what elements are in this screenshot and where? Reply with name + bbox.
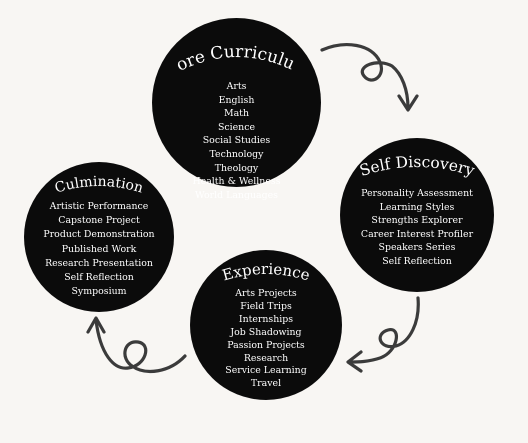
list-item: Technology: [209, 148, 264, 160]
svg-text:Core Curriculum: Core Curriculum: [163, 27, 297, 76]
list-item: Travel: [250, 378, 282, 390]
list-item: Science: [217, 121, 256, 133]
list-item: English: [218, 94, 255, 106]
list-item: Social Studies: [202, 135, 271, 147]
stage-list-core-curriculum: Arts English Math Science Social Studies…: [192, 80, 280, 202]
stage-circle-core-curriculum: Core Curriculum Arts English Math Scienc…: [152, 18, 321, 201]
stage-circle-experience: Experience Arts Projects Field Trips Int…: [190, 250, 342, 400]
list-item: Research Presentation: [45, 257, 153, 269]
list-item: Arts Projects: [235, 288, 297, 299]
list-item: World Languages: [195, 189, 278, 201]
list-item: Strengths Explorer: [371, 215, 463, 227]
list-item: Learning Styles: [379, 201, 455, 213]
list-item: Passion Projects: [227, 339, 305, 351]
curly-arrow-icon: [346, 296, 420, 373]
stage-circle-culmination: Culmination Artistic Performance Capston…: [24, 162, 174, 312]
curly-arrow-icon: [320, 43, 419, 112]
list-item: Published Work: [61, 243, 137, 255]
list-item: Capstone Project: [58, 215, 140, 227]
list-item: Health & Wellness: [192, 176, 281, 188]
svg-text:Self Discovery: Self Discovery: [357, 153, 476, 180]
list-item: Self Reflection: [382, 255, 452, 267]
list-item: Internships: [238, 313, 294, 325]
stage-circle-self-discovery: Self Discovery Personality Assessment Le…: [340, 138, 494, 292]
list-item: Job Shadowing: [230, 326, 302, 338]
list-item: Arts: [226, 81, 247, 92]
list-item: Research: [243, 352, 289, 364]
stage-title-experience: Experience: [220, 260, 312, 285]
list-item: Product Demonstration: [43, 229, 155, 241]
list-item: Speakers Series: [378, 242, 456, 254]
list-item: Symposium: [71, 286, 127, 298]
svg-text:Culmination: Culmination: [53, 174, 145, 197]
stage-title-core-curriculum: Core Curriculum: [163, 27, 297, 76]
list-item: Artistic Performance: [49, 201, 149, 212]
list-item: Math: [223, 108, 249, 120]
list-item: Self Reflection: [64, 272, 134, 284]
list-item: Theology: [214, 162, 259, 174]
list-item: Field Trips: [240, 300, 292, 312]
list-item: Service Learning: [225, 365, 307, 377]
curly-arrow-icon: [86, 316, 187, 374]
list-item: Career Interest Profiler: [360, 228, 474, 240]
stage-list-experience: Arts Projects Field Trips Internships Jo…: [225, 288, 306, 391]
list-item: Personality Assessment: [361, 188, 473, 199]
stage-list-culmination: Artistic Performance Capstone Project Pr…: [43, 200, 154, 299]
stage-list-self-discovery: Personality Assessment Learning Styles S…: [361, 187, 473, 269]
svg-text:Experience: Experience: [220, 260, 312, 285]
stage-title-self-discovery: Self Discovery: [357, 153, 476, 180]
stage-title-culmination: Culmination: [53, 174, 145, 197]
